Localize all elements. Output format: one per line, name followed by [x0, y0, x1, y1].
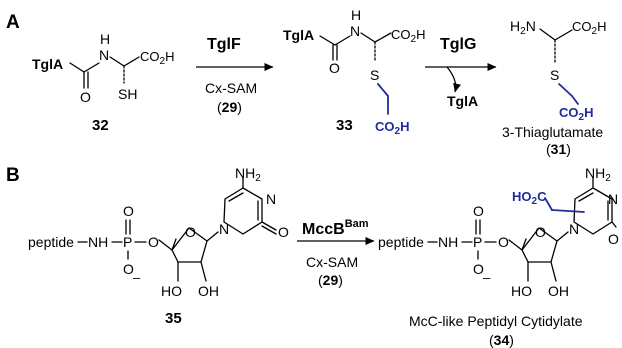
cofactor-label: Cx-SAM	[306, 254, 358, 270]
enzyme-tglf: TglF	[207, 36, 241, 53]
svg-text:S: S	[370, 67, 379, 83]
svg-text:O: O	[608, 231, 619, 247]
reaction-arrow-tglf: TglF Cx-SAM (29)	[196, 36, 274, 115]
compound-32-number: 32	[92, 117, 109, 134]
ho2c-label-blue: HO2C	[512, 189, 547, 207]
h2n-label: H2N	[510, 18, 536, 37]
tgla-label: TglA	[283, 27, 314, 43]
reaction-arrow-tglg: TglG TglA	[425, 36, 497, 109]
enzyme-mccb: MccBBam	[302, 218, 369, 238]
svg-text:NH: NH	[438, 234, 458, 250]
compound-31: H2N CO2H S CO2H 3-Thiaglutamate (31)	[502, 18, 606, 157]
svg-text:S: S	[550, 67, 559, 83]
nh2-label: NH2	[585, 165, 611, 184]
cofactor-number-label: (29)	[217, 99, 242, 115]
svg-text:O: O	[123, 203, 134, 219]
compound-33-number: 33	[336, 117, 353, 134]
svg-text:O: O	[80, 89, 91, 105]
panel-label-a: A	[6, 12, 20, 33]
svg-text:N: N	[219, 221, 229, 237]
compound-33: TglA O N H CO2H S CO2H 33	[283, 7, 425, 137]
svg-text:N: N	[569, 221, 579, 237]
svg-text:N: N	[350, 23, 360, 39]
svg-text:OH: OH	[548, 283, 569, 299]
co2h-label: CO2H	[391, 27, 425, 45]
svg-text:O: O	[148, 234, 159, 250]
svg-text:SH: SH	[118, 86, 137, 102]
svg-text:–: –	[133, 270, 141, 285]
compound-34: peptide NH P O O – O O HO OH N N O NH2 H…	[378, 165, 619, 348]
peptide-label: peptide	[28, 234, 74, 250]
svg-text:–: –	[483, 270, 491, 285]
compound-32: TglA O N H CO2H SH 32	[32, 31, 174, 134]
compound-34-name: McC-like Peptidyl Cytidylate	[409, 313, 583, 329]
enzyme-tglg: TglG	[440, 36, 476, 53]
co2h-label: CO2H	[572, 19, 606, 37]
svg-text:P: P	[473, 234, 482, 250]
cofactor-number-label: (29)	[318, 272, 343, 288]
svg-text:O: O	[473, 261, 484, 277]
svg-text:N: N	[266, 191, 276, 207]
svg-text:O: O	[473, 203, 484, 219]
reaction-arrow-mccb: MccBBam Cx-SAM (29)	[297, 218, 375, 288]
compound-31-name: 3-Thiaglutamate	[502, 124, 603, 140]
co2h-label-blue: CO2H	[559, 105, 593, 123]
byproduct-tgla: TglA	[447, 93, 478, 109]
nh2-label: NH2	[235, 165, 261, 184]
svg-text:O: O	[185, 224, 196, 240]
svg-text:O: O	[535, 224, 546, 240]
co2h-label-blue: CO2H	[375, 119, 409, 137]
svg-text:N: N	[608, 191, 618, 207]
svg-text:O: O	[329, 60, 340, 76]
svg-text:H: H	[351, 7, 361, 23]
svg-text:HO: HO	[511, 283, 532, 299]
svg-text:H: H	[100, 31, 110, 47]
svg-text:O: O	[498, 234, 509, 250]
svg-text:P: P	[123, 234, 132, 250]
panel-label-b: B	[6, 165, 20, 186]
co2h-label: CO2H	[140, 49, 174, 67]
cofactor-label: Cx-SAM	[205, 80, 257, 96]
svg-text:O: O	[123, 261, 134, 277]
svg-text:O: O	[278, 224, 289, 240]
compound-35: peptide NH P O O – O O HO OH N N O NH2 3…	[28, 165, 289, 327]
svg-text:N: N	[99, 47, 109, 63]
peptide-label: peptide	[378, 234, 424, 250]
svg-text:OH: OH	[198, 283, 219, 299]
tgla-label: TglA	[32, 56, 63, 72]
compound-34-number: (34)	[489, 332, 514, 348]
svg-text:HO: HO	[161, 283, 182, 299]
compound-35-number: 35	[165, 310, 182, 327]
svg-text:NH: NH	[88, 234, 108, 250]
compound-31-number: (31)	[546, 141, 571, 157]
